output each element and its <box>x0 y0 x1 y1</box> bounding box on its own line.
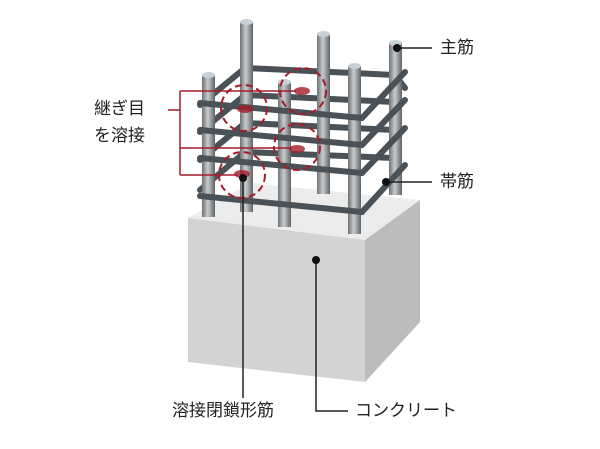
joint-leader <box>168 90 296 176</box>
hoop-dot <box>382 178 390 186</box>
main-rebar-dot <box>393 44 401 52</box>
concrete-label: コンクリート <box>355 401 457 421</box>
concrete-block <box>188 183 420 382</box>
leaders <box>242 47 432 412</box>
hoop-label: 帯筋 <box>440 172 474 192</box>
concrete-dot <box>312 256 320 264</box>
main-rebar-label: 主筋 <box>440 38 474 58</box>
joint-label-2: を溶接 <box>94 126 145 146</box>
welded-closed-hoop-label: 溶接閉鎖形筋 <box>172 401 274 421</box>
welded-hoop-dot <box>239 174 247 182</box>
hoops-front <box>197 69 408 216</box>
joint-label-1: 継ぎ目 <box>94 99 145 119</box>
